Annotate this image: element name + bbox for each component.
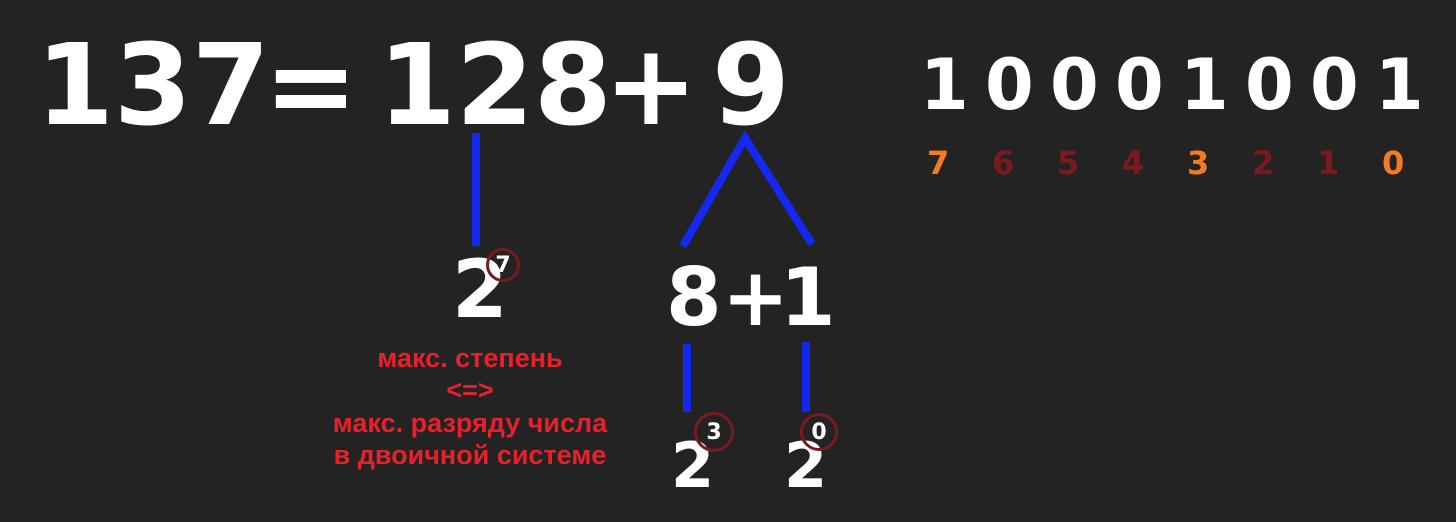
split-9-b: 1 — [780, 251, 836, 344]
binary-bit: 1 — [1375, 44, 1424, 126]
binary-position-index: 6 — [992, 144, 1015, 182]
equation-equals: = — [264, 21, 358, 151]
connector-9-split — [679, 130, 816, 248]
equation-part-a: 128 — [378, 21, 612, 151]
note-line-2: <=> — [446, 375, 494, 406]
binary-bit: 0 — [1310, 44, 1359, 126]
binary-bit: 0 — [1245, 44, 1294, 126]
split-9-plus: + — [722, 251, 790, 344]
equation-part-b: 9 — [712, 21, 790, 151]
split-9-a: 8 — [666, 251, 722, 344]
binary-position-index: 0 — [1382, 144, 1405, 182]
binary-bit: 1 — [920, 44, 969, 126]
binary-position-index: 4 — [1122, 144, 1145, 182]
binary-position-index: 7 — [927, 144, 950, 182]
note-line-4: в двоичной системе — [333, 440, 607, 471]
binary-position-index: 1 — [1317, 144, 1340, 182]
binary-bit: 0 — [1050, 44, 1099, 126]
binary-bit: 0 — [1115, 44, 1164, 126]
binary-bit: 1 — [1180, 44, 1229, 126]
binary-bit: 0 — [985, 44, 1034, 126]
power-1-exponent: 0 — [800, 413, 838, 451]
note-line-3: макс. разряду числа — [332, 407, 608, 438]
binary-position-index: 2 — [1252, 144, 1275, 182]
explanation-note: макс. степень <=> макс. разряду числа в … — [300, 342, 640, 472]
binary-position-index: 3 — [1187, 144, 1210, 182]
power-8-exponent: 3 — [694, 412, 734, 452]
note-line-1: макс. степень — [377, 343, 563, 373]
binary-position-index: 5 — [1057, 144, 1080, 182]
equation-plus: + — [604, 21, 698, 151]
power-128-exponent: 7 — [486, 248, 520, 282]
equation-total: 137 — [36, 21, 270, 151]
